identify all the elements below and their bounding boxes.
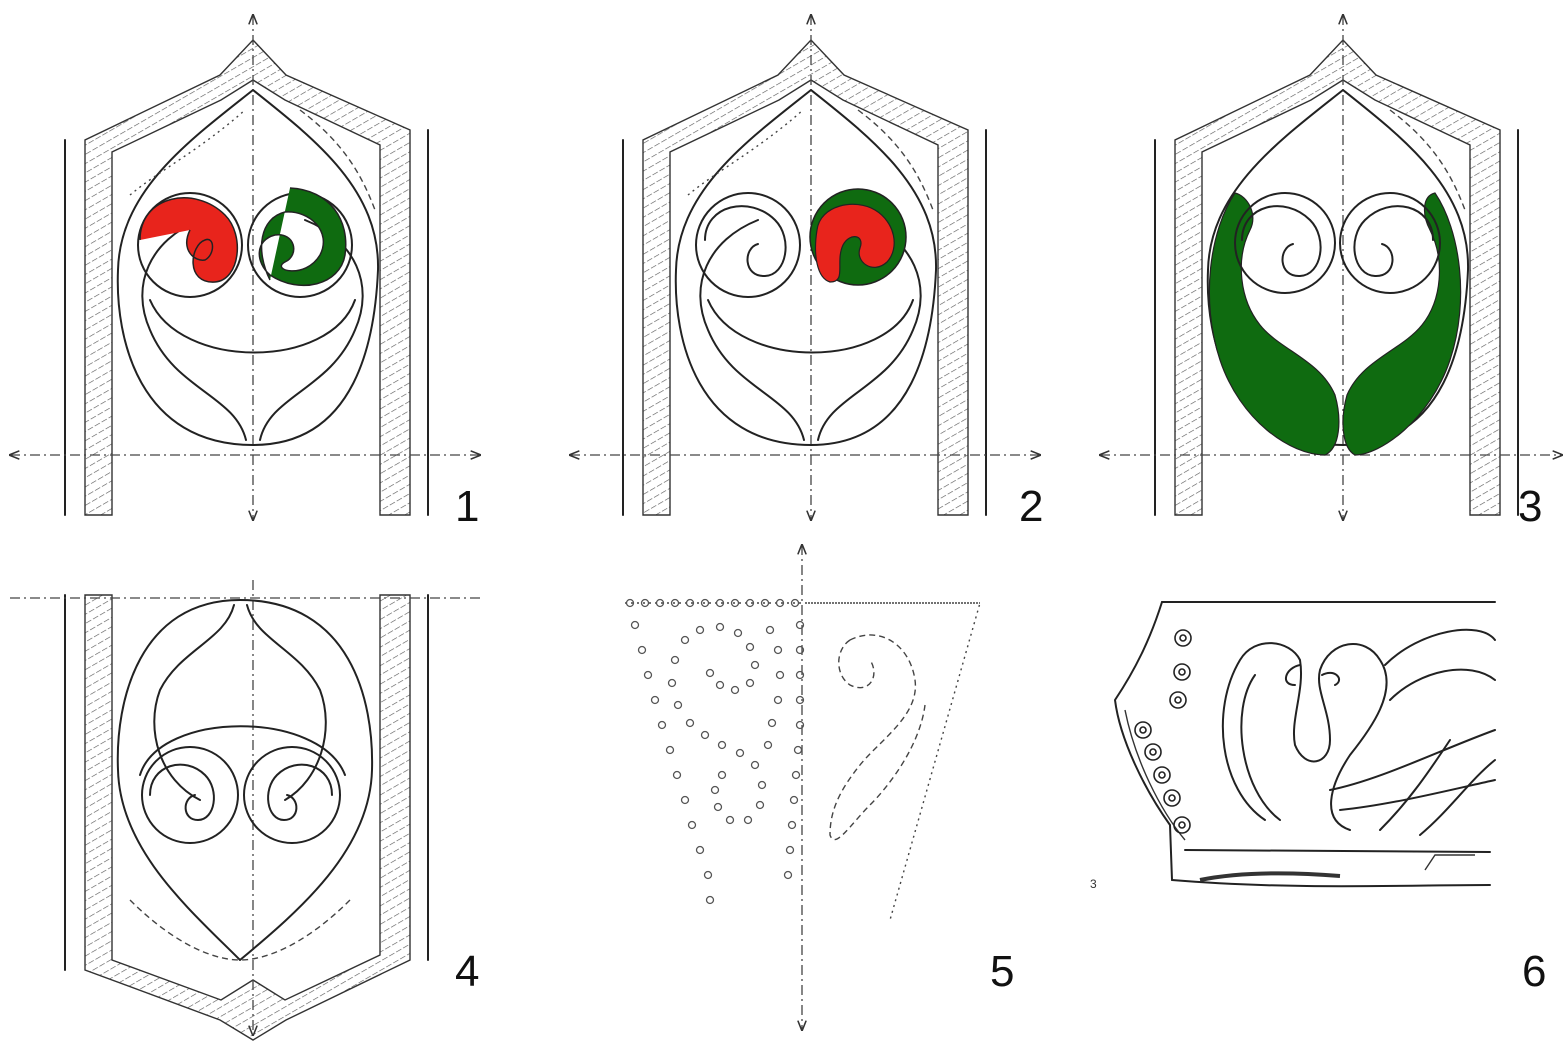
panel-number: 3: [1518, 485, 1542, 529]
punched-dot-pattern: [627, 600, 804, 904]
ornament-diagram-4: [0, 580, 510, 1042]
panel-2: 2: [555, 0, 1065, 530]
ornament-diagram-2: [555, 0, 1065, 530]
ornament-diagram-6: [1090, 580, 1567, 1042]
panel-4: 4: [0, 580, 510, 1042]
ornament-diagram-3: [1090, 0, 1567, 530]
ornament-diagram-5: [580, 535, 1050, 1042]
ornament-diagram-1: [0, 0, 510, 530]
panel-number: 1: [455, 485, 479, 529]
panel-number: 4: [455, 950, 479, 994]
panel-5: 5: [580, 535, 1050, 1042]
panel-1: 1: [0, 0, 510, 530]
panel-6: 3 6: [1090, 580, 1567, 1042]
stamped-circles: [1135, 630, 1191, 833]
panel-number: 6: [1522, 950, 1546, 994]
panel-number: 2: [1019, 485, 1043, 529]
fragment-label: 3: [1090, 877, 1097, 891]
panel-3: 3: [1090, 0, 1567, 530]
panel-number: 5: [990, 950, 1014, 994]
